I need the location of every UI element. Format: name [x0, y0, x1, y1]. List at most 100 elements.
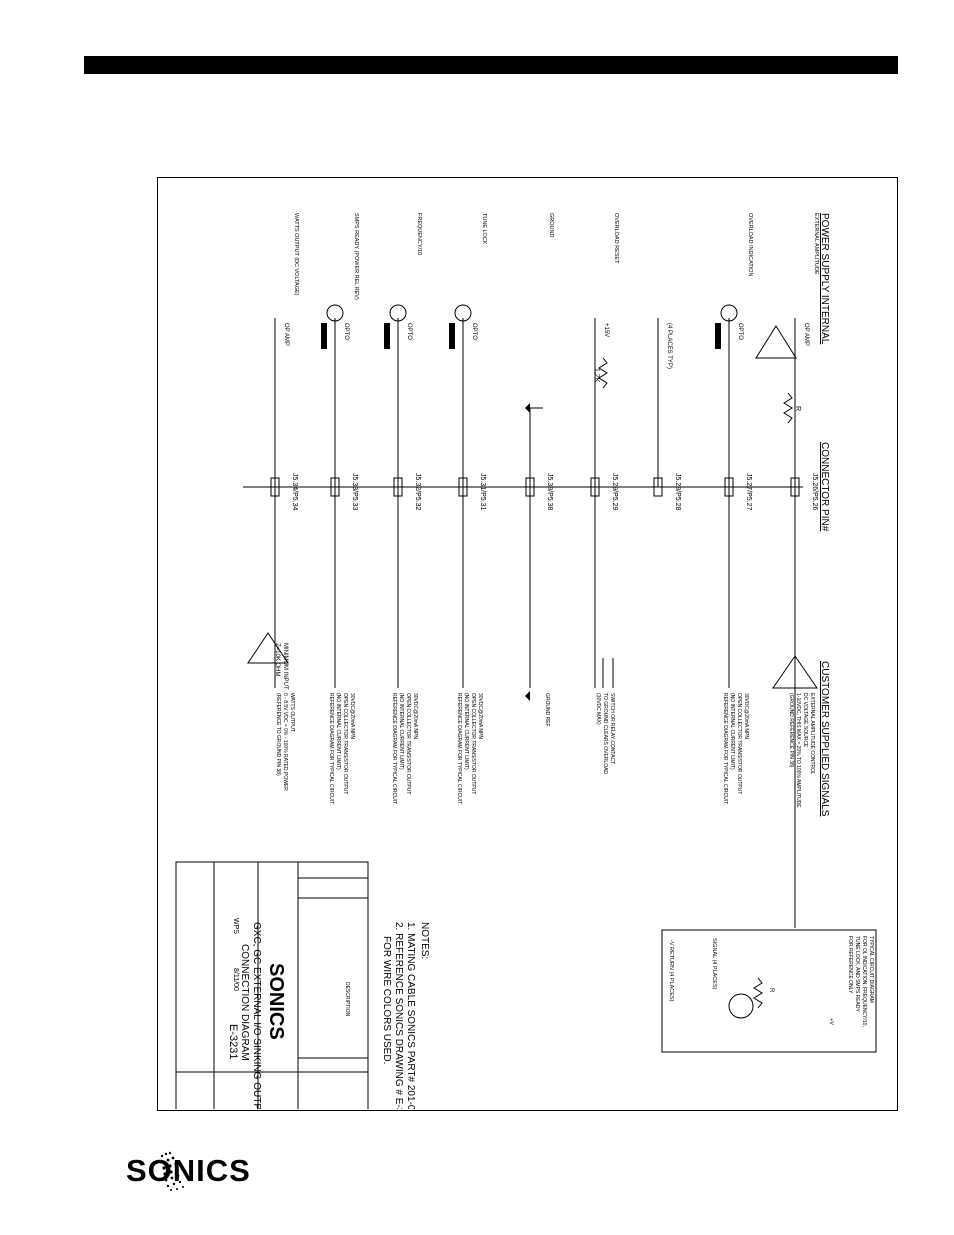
row-pin-label: J5.32/P5.32	[414, 473, 421, 510]
typical-line: FOR OL INDICATION, FREQUENCY/10,	[861, 936, 867, 1027]
row-pin-label: J5.38/P5.38	[546, 473, 553, 510]
resistor-r	[783, 392, 793, 424]
row-description-line: (NO INTERNAL CURRENT LIMIT)	[335, 693, 341, 770]
connector-pin-box	[790, 477, 800, 497]
typical-resistor	[753, 977, 763, 1009]
row-left-label: OVERLOAD RESET	[613, 213, 619, 264]
opto-icon	[326, 304, 344, 322]
typical-circuit-box	[661, 929, 877, 1053]
note-1: 1. MATING CABLE SONICS PART# 201-0264	[405, 922, 416, 1109]
row-left-label: SMPS READY (POWER REL REV)	[353, 213, 359, 300]
typical-r: R	[768, 988, 774, 993]
typical-line: TUNE LOCK, AND SMPS READY	[854, 936, 860, 1013]
row-description-line: 30VDC@20mA NPN	[743, 693, 749, 739]
notes-title: NOTES:	[419, 922, 430, 959]
row-pin-label: J5.28/P5.28	[674, 473, 681, 510]
header-customer-signals: CUSTOMER SUPPLIED SIGNALS	[819, 661, 830, 817]
row-description-line: (REFERENCE TO GROUND PIN 38)	[275, 693, 281, 776]
company-name: SONICS	[126, 1153, 251, 1188]
connector-pin-box	[653, 477, 663, 497]
connector-pin-box	[393, 477, 403, 497]
header-band	[84, 56, 898, 74]
opto-block	[449, 323, 455, 349]
row-description-line: REFERENCE DIAGRAM FOR TYPICAL CIRCUIT.	[391, 693, 397, 805]
row-description-line: (NO INTERNAL CURRENT LIMIT)	[463, 693, 469, 770]
row-description-line: GROUND REF.	[544, 693, 550, 727]
row-left-label: WATTS OUTPUT (DC VOLTAGE)	[293, 213, 299, 296]
row-device-label: OP AMP	[283, 323, 289, 346]
min-input-label: MINIMUM INPUT	[282, 643, 288, 690]
row-device-label: OPTO	[343, 323, 349, 340]
connector-pin-box	[270, 477, 280, 497]
titleblock-title-1: GXC, GC EXTERNAL I/O SINKING OUTPUTS	[251, 922, 262, 1109]
row-left-label: OVERLOAD INDICATION	[747, 213, 753, 276]
note-2b: FOR WIRE COLORS USED.	[381, 936, 392, 1064]
row-left-label: TUNE LOCK	[481, 213, 487, 245]
ground-arrow-left	[525, 403, 530, 413]
row-description-line: REFERENCE DIAGRAM FOR TYPICAL CIRCUIT.	[722, 693, 728, 805]
titleblock-description-header: DESCRIPTION	[344, 982, 350, 1017]
row-device-label: OP AMP	[803, 323, 809, 346]
schematic: POWER SUPPLY INTERNAL CONNECTOR PIN# CUS…	[175, 213, 877, 1130]
header-power-supply-internal: POWER SUPPLY INTERNAL	[819, 213, 830, 345]
row-description-line: (GROUND REFERENCE PIN 38)	[788, 693, 794, 768]
opto-icon	[389, 304, 407, 322]
sonics-logo-icon	[160, 1151, 184, 1191]
typical-line: TYPICAL CIRCUIT DIAGRAM	[868, 936, 874, 1003]
diagram-frame: POWER SUPPLY INTERNAL CONNECTOR PIN# CUS…	[157, 177, 898, 1130]
titleblock-by: WPS	[232, 918, 239, 934]
row-description-line: 0 - 8.5V VDC = 0% - 100% RATED POWER	[282, 693, 288, 791]
row-device-label: OPTO	[406, 323, 412, 340]
row-pin-label: J5.33/P5.33	[351, 473, 358, 510]
row-description-line: TO GROUND CLEARS OVERLOAD	[602, 693, 608, 774]
row-left-label: FREQUENCY/10	[416, 213, 422, 255]
row-description-line: (NO INTERNAL CURRENT LIMIT)	[398, 693, 404, 770]
row-pin-label: J5.34/P5.34	[291, 473, 298, 510]
row-description-line: 30VDC@20mA NPN	[349, 693, 355, 739]
row-description-line: OPEN COLLECTOR TRANSISTOR OUTPUT	[405, 693, 411, 794]
row-pin-label: J5.29/P5.29	[611, 473, 618, 510]
row-pin-label: J5.27/P5.27	[745, 473, 752, 510]
row-description-line: DC VOLTAGE SOURCE	[802, 693, 808, 748]
typical-v: +V	[828, 1018, 834, 1025]
row-device-label: OPTO	[471, 323, 477, 340]
titleblock-company: SONICS	[265, 963, 287, 1040]
titleblock-date: 8/11/00	[232, 968, 239, 991]
connector-pin-box	[590, 477, 600, 497]
connector-pin-box	[724, 477, 734, 497]
row-pin-label: J5.26/P5.26	[811, 473, 818, 510]
typical-return: -V RETURN (4 PLACES)	[668, 940, 674, 1002]
row-description-line: 30VDC@20mA NPN	[477, 693, 483, 739]
row-description-line: WATTS OUTPUT	[289, 693, 295, 732]
row-description-line: 1-10VDC, THIS MAX = 20% TO 100% AMPLITUD…	[795, 693, 801, 808]
opto-icon	[720, 304, 738, 322]
ground-arrow-right	[525, 691, 530, 701]
resistor-r-label: R	[794, 406, 801, 411]
resistor-1-2k	[598, 357, 608, 389]
titleblock-title-2: CONNECTION DIAGRAM	[239, 944, 250, 1061]
header-connector-pin: CONNECTOR PIN#	[819, 442, 830, 532]
row-description-line: (30VDC MAX)	[595, 693, 601, 725]
typical-opto	[728, 993, 754, 1019]
row-left-label: GROUND	[548, 213, 554, 237]
opto-icon	[454, 304, 472, 322]
op-amp-watts	[247, 632, 289, 664]
row-description-line: 30VDC@20mA NPN	[412, 693, 418, 739]
connector-pin-box	[458, 477, 468, 497]
row-description-line: REFERENCE DIAGRAM FOR TYPICAL CIRCUIT.	[328, 693, 334, 805]
row-device-label: OPTO	[737, 323, 743, 340]
row-device-label: (4 PLACES TYP)	[666, 323, 672, 369]
op-amp-1	[755, 325, 797, 359]
opto-block	[715, 323, 721, 349]
connector-pin-box	[525, 477, 535, 497]
row-description-line: OPEN COLLECTOR TRANSISTOR OUTPUT	[342, 693, 348, 794]
opto-block	[321, 323, 327, 349]
row-description-line: REFERENCE DIAGRAM FOR TYPICAL CIRCUIT.	[456, 693, 462, 805]
row-description-line: EXTERNAL AMPLITUDE CONTROL	[809, 693, 815, 775]
opto-block	[384, 323, 390, 349]
row-device-label: +15V	[603, 323, 609, 337]
row-description-line: (NO INTERNAL CURRENT LIMIT)	[729, 693, 735, 770]
row-pin-label: J5.31/P5.31	[479, 473, 486, 510]
typical-signal: SIGNAL (4 PLACES)	[711, 938, 717, 990]
